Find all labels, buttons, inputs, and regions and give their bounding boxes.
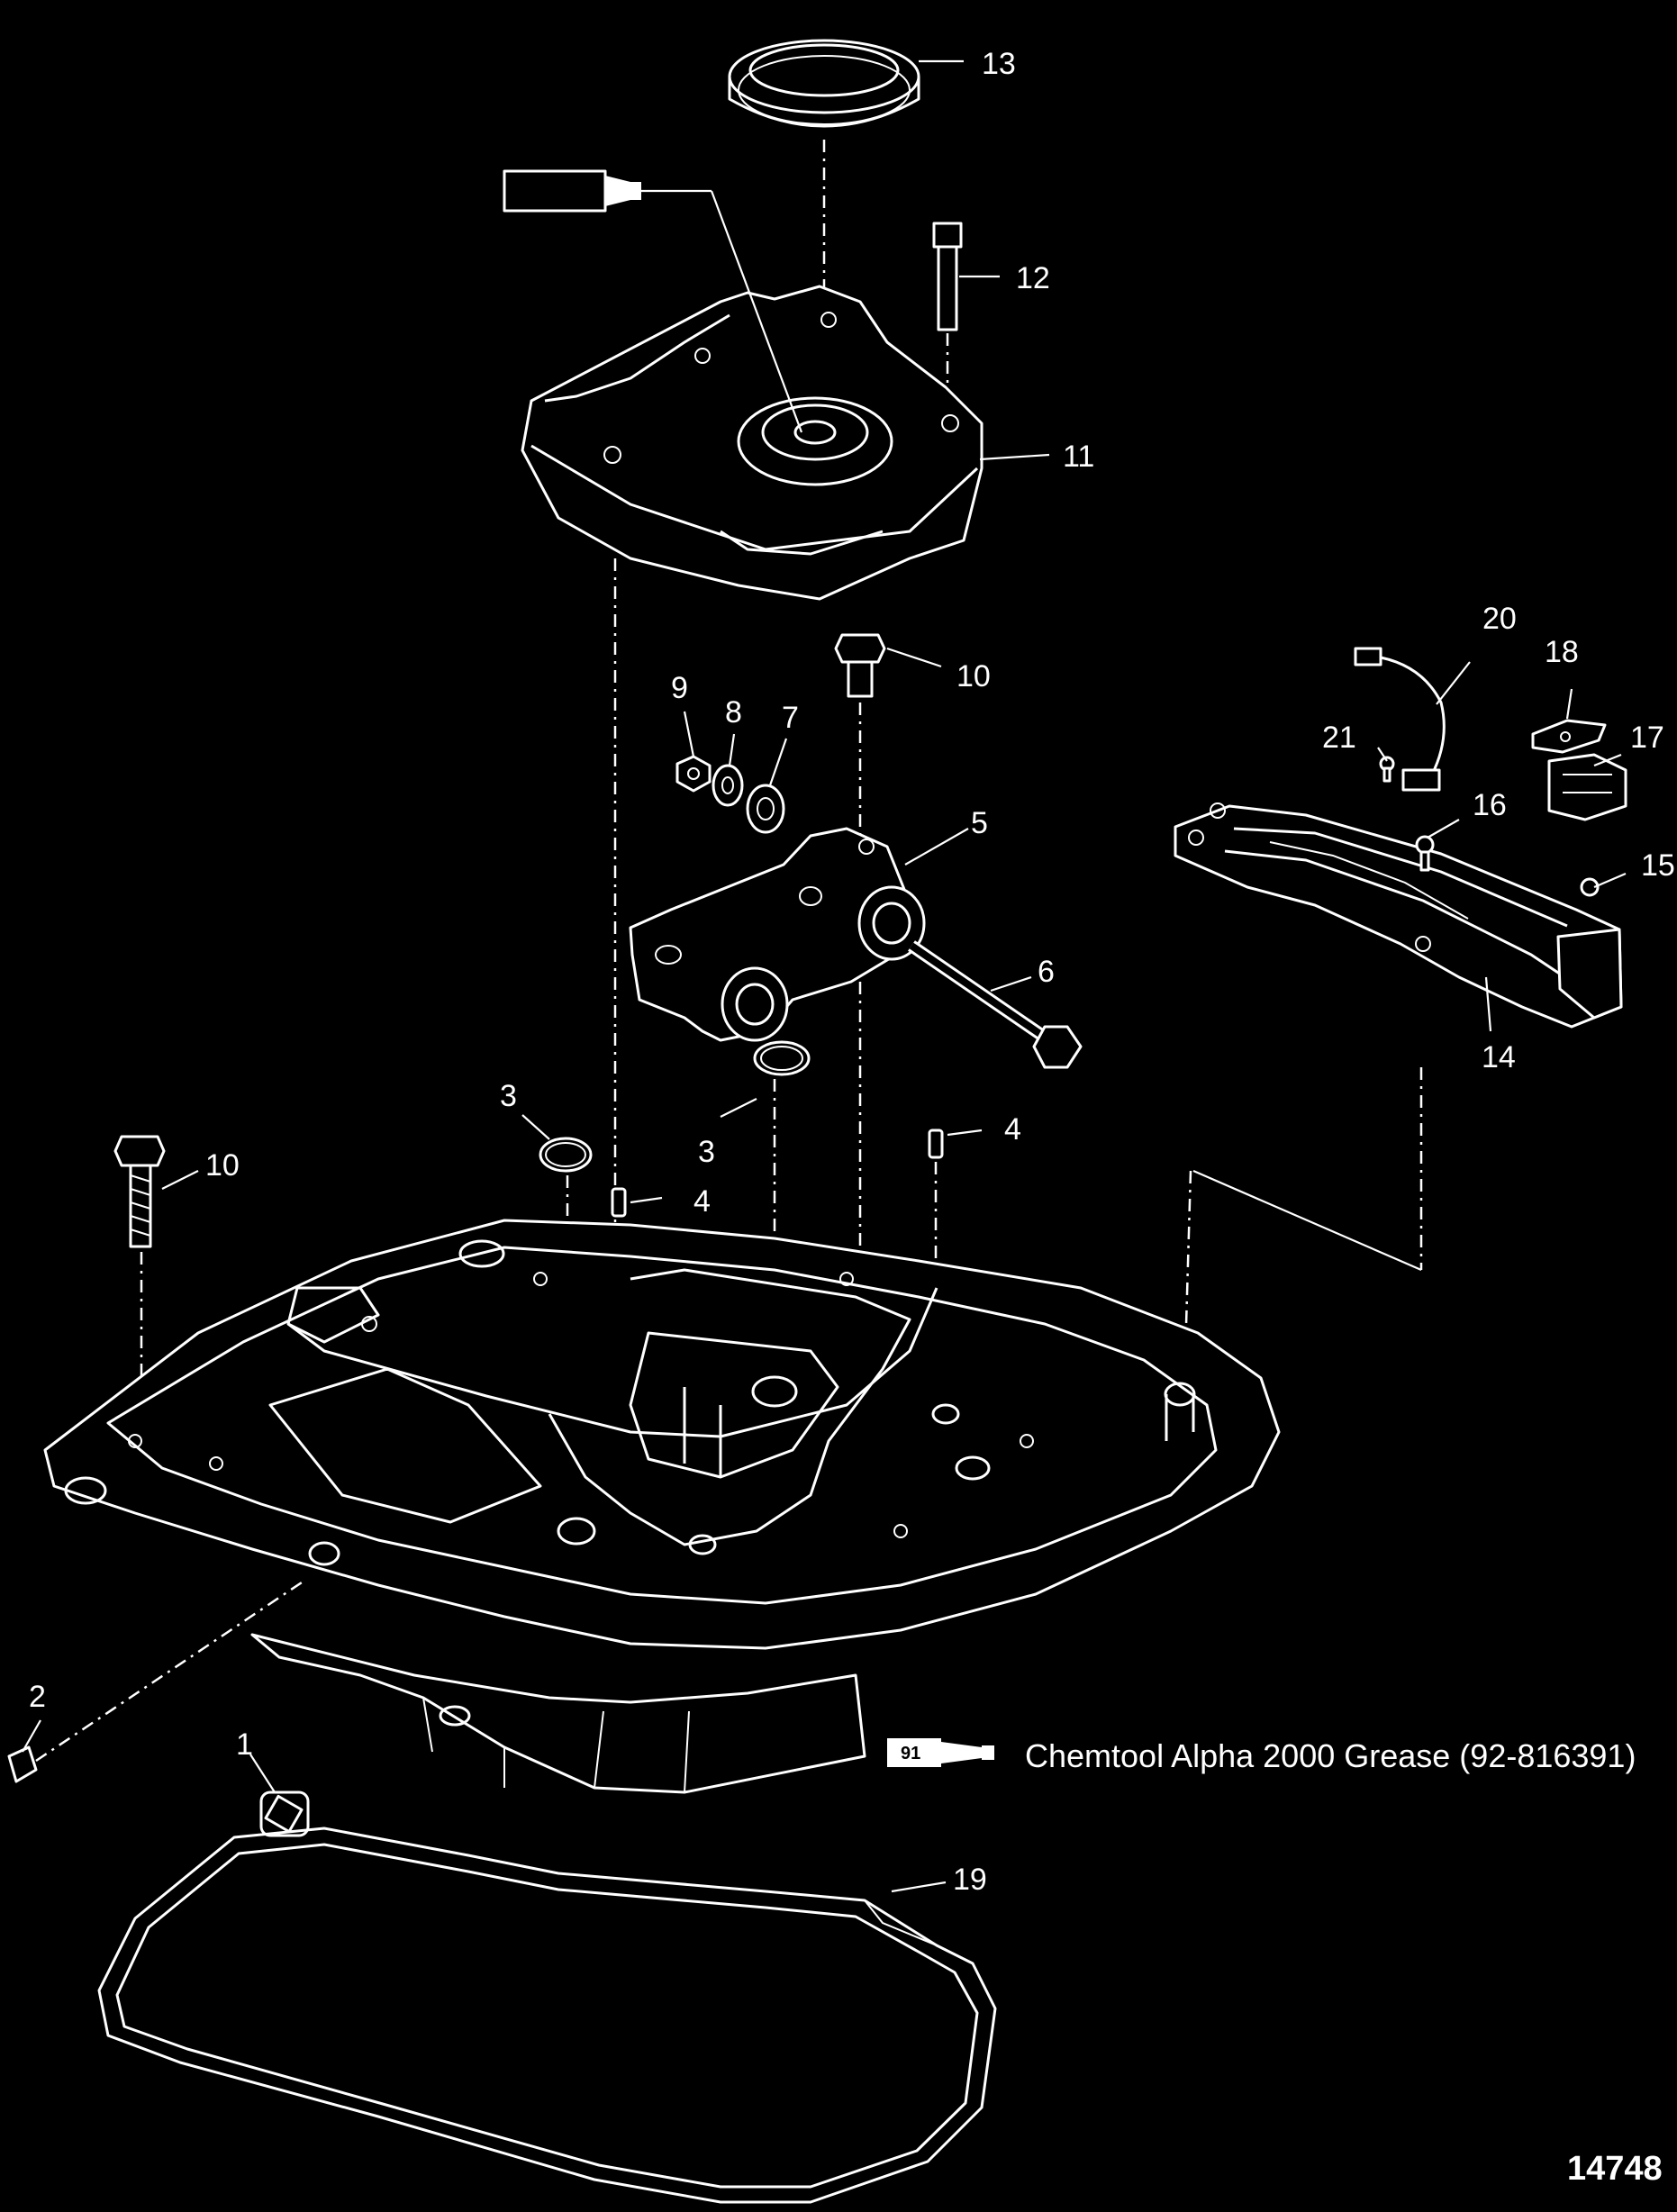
callout-6: 6 xyxy=(1038,955,1055,989)
figure-number: 14748 xyxy=(1567,2150,1663,2188)
part-1-plug xyxy=(259,1790,310,1837)
callout-5: 5 xyxy=(971,806,988,840)
legend-grease-tube-icon: 91 xyxy=(887,1738,994,1767)
part-11-housing xyxy=(521,285,984,601)
part-8-washer xyxy=(712,764,744,807)
callout-18: 18 xyxy=(1545,635,1579,669)
callout-17: 17 xyxy=(1630,721,1664,755)
part-13-seal xyxy=(728,39,920,128)
part-5-bracket xyxy=(629,827,926,1042)
callout-10-lower: 10 xyxy=(205,1148,240,1183)
callout-21: 21 xyxy=(1322,721,1356,755)
callout-10-upper: 10 xyxy=(956,659,991,694)
part-10-bolt-lower xyxy=(113,1135,166,1248)
part-adapter-plate xyxy=(43,1219,1281,1650)
callout-13: 13 xyxy=(982,47,1016,81)
callout-7: 7 xyxy=(782,701,799,735)
callout-14: 14 xyxy=(1482,1040,1516,1074)
part-20-harness xyxy=(1354,647,1446,792)
callout-3-left: 3 xyxy=(500,1079,517,1113)
tube-label: 91 xyxy=(539,183,558,203)
part-9-nut xyxy=(675,755,712,793)
callout-16: 16 xyxy=(1473,788,1507,822)
legend-tube-code: 91 xyxy=(901,1744,920,1763)
part-19-gasket xyxy=(97,1827,997,2204)
callout-4-right: 4 xyxy=(1004,1112,1021,1147)
grease-tube-icon: 91 xyxy=(503,169,641,213)
part-7-washer xyxy=(746,784,785,834)
part-3-oring-right xyxy=(753,1040,811,1076)
callout-15: 15 xyxy=(1641,848,1675,883)
part-15-screw xyxy=(1580,877,1600,897)
part-18-plate xyxy=(1531,719,1607,754)
part-17-mount xyxy=(1547,753,1627,821)
part-6-bolt xyxy=(908,940,1083,1069)
part-16-screw xyxy=(1415,835,1435,872)
callout-9: 9 xyxy=(671,671,688,705)
part-14-rail xyxy=(1174,802,1623,1029)
callout-11: 11 xyxy=(1063,440,1094,474)
lubricant-legend-text: Chemtool Alpha 2000 Grease (92-816391) xyxy=(1025,1737,1636,1774)
part-3-oring-left xyxy=(539,1137,593,1173)
part-4-pin-left xyxy=(611,1187,627,1218)
part-12-bolt xyxy=(932,222,963,331)
callout-3-right: 3 xyxy=(698,1135,715,1169)
part-oil-pan xyxy=(250,1633,866,1794)
callout-12: 12 xyxy=(1016,261,1050,295)
callout-1: 1 xyxy=(236,1727,253,1762)
leader-lines xyxy=(22,59,1627,1893)
callout-4-left: 4 xyxy=(693,1184,711,1219)
part-10-bolt-upper xyxy=(834,633,886,698)
part-2-plug xyxy=(7,1745,38,1783)
part-4-pin-right xyxy=(928,1129,944,1159)
callout-8: 8 xyxy=(725,695,742,730)
callout-2: 2 xyxy=(29,1680,46,1714)
part-21-screw xyxy=(1379,756,1395,783)
callout-19: 19 xyxy=(953,1863,987,1897)
callout-20: 20 xyxy=(1482,602,1517,636)
